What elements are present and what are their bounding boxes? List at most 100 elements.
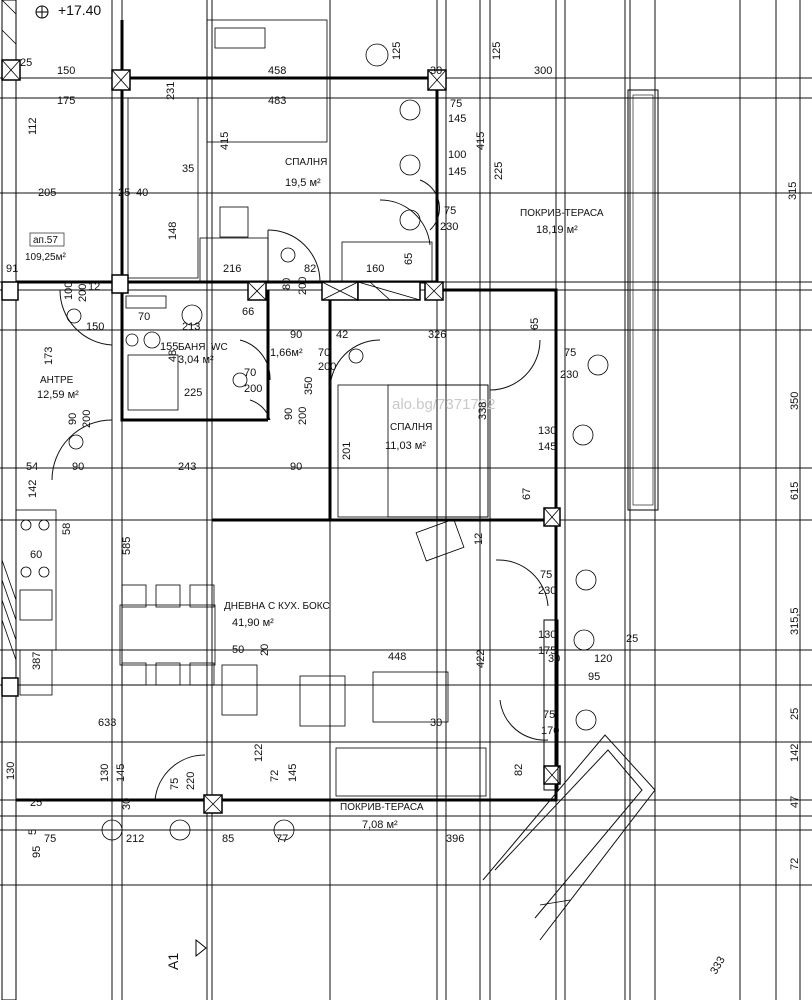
dim-label: 90 (290, 461, 302, 473)
dim-label: 200 (81, 410, 93, 428)
dim-label: 145 (538, 441, 556, 453)
dim-label: 231 (165, 82, 177, 100)
dim-label: 130 (5, 762, 17, 780)
bath-name: БАНЯ, WC (178, 342, 228, 353)
dim-label: 112 (27, 117, 39, 135)
dim-label: 77 (276, 833, 288, 845)
dim-label: 173 (43, 347, 55, 365)
dim-label: 20 (259, 644, 271, 656)
dim-label: 225 (184, 387, 202, 399)
dim-label: 50 (232, 644, 244, 656)
dim-label: 30 (548, 653, 560, 665)
dim-label: 125 (491, 42, 503, 60)
dim-label: 75 (564, 347, 576, 359)
dim-label: 90 (283, 408, 295, 420)
door-swings (51, 179, 549, 801)
dim-label: 175 (538, 645, 556, 657)
apartment-area: 109,25м² (25, 252, 66, 263)
dim-label: 483 (268, 95, 286, 107)
dim-label: 448 (388, 651, 406, 663)
bedroom1-area: 19,5 м² (285, 177, 321, 189)
dim-label: 70 (318, 347, 330, 359)
dim-label: 205 (38, 187, 56, 199)
dim-label: 125 (391, 42, 403, 60)
dim-label: 150 (57, 65, 75, 77)
dim-label: 230 (560, 369, 578, 381)
dim-label: 130 (538, 425, 556, 437)
dim-label: 75 (450, 98, 462, 110)
dim-label: 30 (121, 798, 133, 810)
dim-label: 40 (136, 187, 148, 199)
dim-label: 243 (178, 461, 196, 473)
bedroom2-area: 11,03 м² (385, 440, 426, 452)
watermark: alo.bg/7371782 (392, 396, 495, 413)
bedroom2-name: СПАЛНЯ (390, 422, 432, 433)
dim-label: 120 (594, 653, 612, 665)
dim-label: 47 (789, 796, 801, 808)
dim-label: 54 (26, 461, 38, 473)
dim-label: 155 (160, 341, 178, 353)
dim-label: 160 (366, 263, 384, 275)
dim-label: 145 (448, 113, 466, 125)
dim-label: 633 (98, 717, 116, 729)
dim-label: 67 (521, 488, 533, 500)
dim-label: 100 (63, 282, 75, 300)
dim-label: 175 (57, 95, 75, 107)
door-tags (66, 247, 364, 450)
dim-label: 145 (287, 764, 299, 782)
dim-label: 25 (789, 708, 801, 720)
dim-label: 230 (440, 221, 458, 233)
dim-label: 58 (61, 523, 73, 535)
apartment-tag: ап.57 (33, 235, 58, 246)
dim-label: 48 (167, 350, 179, 362)
dim-label: 200 (318, 361, 336, 373)
dim-label: 350 (789, 392, 801, 410)
dim-label: 200 (297, 277, 309, 295)
dim-label: 150 (86, 321, 104, 333)
dim-label: 82 (304, 263, 316, 275)
dim-label: 75 (44, 833, 56, 845)
dim-label: 25 (20, 57, 32, 69)
dim-label: 12 (473, 533, 485, 545)
dim-label: 333 (708, 955, 728, 977)
dim-label: 95 (31, 846, 43, 858)
dim-label: 315,5 (789, 607, 801, 635)
dim-label: 130 (538, 629, 556, 641)
dim-label: 200 (77, 284, 89, 302)
level-mark: +17.40 (58, 2, 101, 18)
dim-label: 66 (242, 306, 254, 318)
section-mark: A1 (165, 953, 181, 970)
furniture (15, 19, 609, 841)
dim-label: 90 (72, 461, 84, 473)
terrace2-area: 7,08 м² (362, 819, 398, 831)
dim-label: 42 (336, 329, 348, 341)
dim-label: 415 (475, 132, 487, 150)
terrace1-area: 18,19 м² (536, 224, 578, 236)
dim-label: 60 (30, 549, 42, 561)
dim-label: 387 (31, 652, 43, 670)
dim-label: 130 (99, 764, 111, 782)
dim-label: 12 (88, 281, 100, 293)
dim-label: 30 (430, 65, 442, 77)
dim-label: 70 (244, 367, 256, 379)
dim-label: 225 (493, 162, 505, 180)
dim-label: 85 (222, 833, 234, 845)
dim-label: 25 (30, 797, 42, 809)
dim-label: 80 (281, 278, 293, 290)
dim-label: 122 (253, 744, 265, 762)
dim-label: 90 (290, 329, 302, 341)
dim-label: 585 (121, 537, 133, 555)
dim-label: 75 (543, 709, 555, 721)
dim-label: 396 (446, 833, 464, 845)
dim-label: 326 (428, 329, 446, 341)
dim-label: 90 (67, 413, 79, 425)
dim-label: 200 (297, 407, 309, 425)
dim-label: 300 (534, 65, 552, 77)
dim-label: 615 (789, 482, 801, 500)
living-area: 41,90 м² (232, 617, 274, 629)
terrace1-name: ПОКРИВ-ТЕРАСА (520, 208, 604, 219)
dim-label: 216 (223, 263, 241, 275)
dim-label: 230 (538, 585, 556, 597)
dim-label: 72 (269, 770, 281, 782)
dim-label: 75 (540, 569, 552, 581)
